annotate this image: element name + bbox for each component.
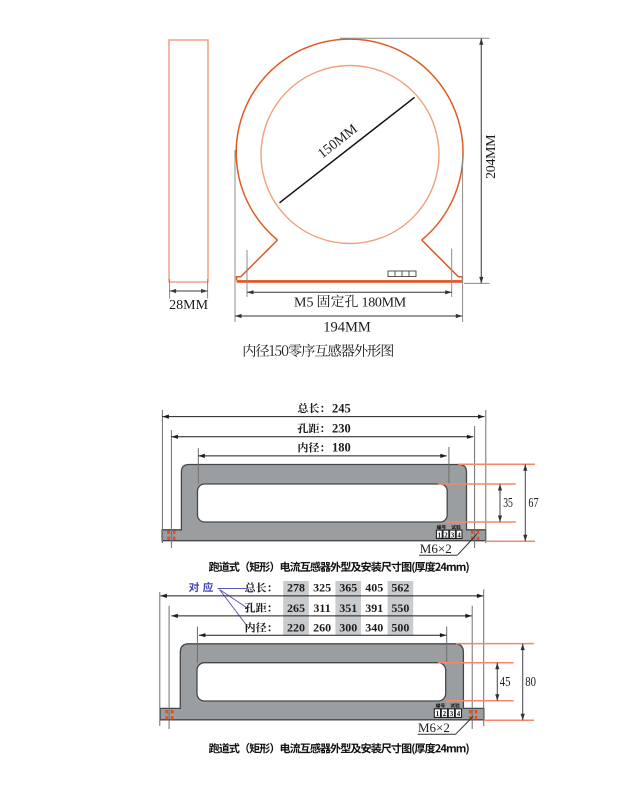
svg-text:365: 365 (339, 581, 357, 595)
svg-text:311: 311 (313, 601, 330, 615)
svg-text:80: 80 (525, 674, 536, 689)
svg-text:325: 325 (313, 581, 331, 595)
svg-text:2: 2 (444, 533, 448, 540)
svg-text:45: 45 (500, 674, 511, 689)
svg-text:300: 300 (339, 621, 357, 635)
svg-text:220: 220 (287, 621, 305, 635)
svg-text:M6×2: M6×2 (420, 541, 452, 556)
svg-text:35: 35 (503, 495, 513, 510)
svg-text:405: 405 (365, 581, 383, 595)
svg-text:1: 1 (438, 533, 442, 540)
svg-text:245: 245 (332, 401, 351, 415)
svg-text:4: 4 (457, 533, 461, 540)
svg-text:67: 67 (528, 495, 538, 510)
svg-text:180MM: 180MM (362, 295, 407, 310)
svg-text:194MM: 194MM (323, 320, 371, 336)
svg-text:M6×2: M6×2 (418, 720, 450, 735)
svg-text:M5: M5 (294, 295, 313, 310)
svg-text:1: 1 (436, 711, 440, 718)
svg-text:351: 351 (339, 601, 357, 615)
svg-text:265: 265 (287, 601, 305, 615)
svg-text:500: 500 (391, 621, 409, 635)
svg-text:278: 278 (287, 581, 305, 595)
svg-text:204MM: 204MM (483, 135, 498, 179)
svg-text:180: 180 (332, 441, 351, 455)
svg-text:4: 4 (457, 711, 461, 718)
svg-text:260: 260 (313, 621, 331, 635)
svg-text:550: 550 (391, 601, 409, 615)
svg-text:230: 230 (332, 421, 351, 435)
svg-text:2: 2 (443, 711, 447, 718)
svg-text:3: 3 (451, 533, 455, 540)
svg-text:28MM: 28MM (169, 298, 208, 313)
svg-text:391: 391 (365, 601, 383, 615)
svg-text:340: 340 (365, 621, 383, 635)
svg-text:562: 562 (391, 581, 409, 595)
svg-text:3: 3 (450, 711, 454, 718)
